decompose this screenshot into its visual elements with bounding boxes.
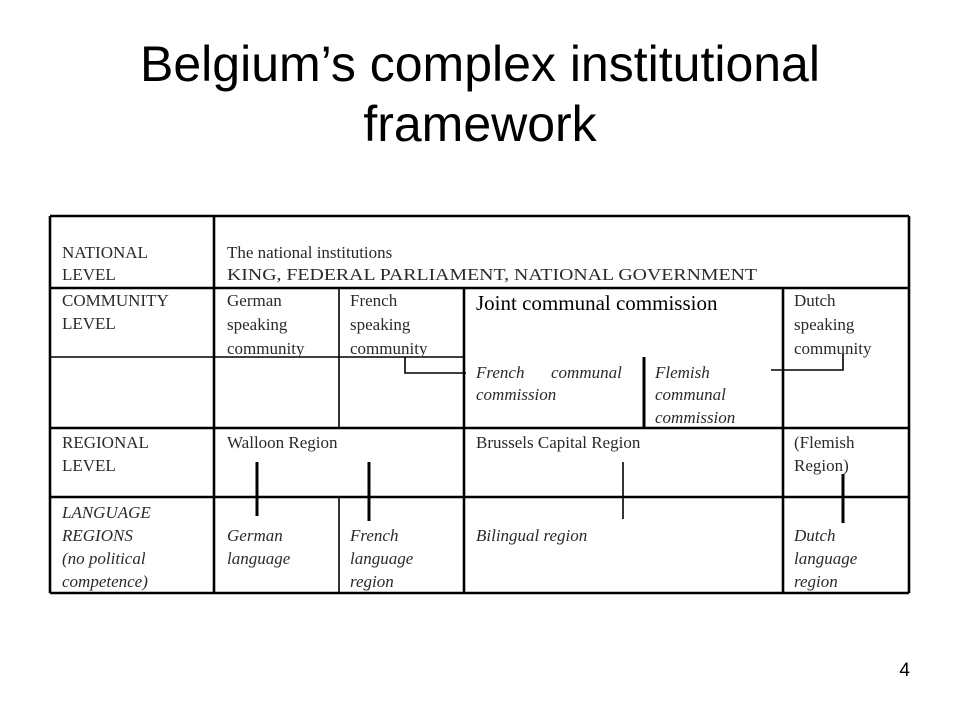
flemish-commission-line-2: communal (655, 385, 726, 404)
language-label-line-1: LANGUAGE (61, 503, 151, 522)
language-label-line-2: REGIONS (61, 526, 133, 545)
national-label-line-1: NATIONAL (62, 243, 148, 262)
community-label-line-1: COMMUNITY (62, 291, 169, 310)
french-community-line-3: community (350, 339, 428, 358)
national-label-line-2: LEVEL (62, 265, 116, 284)
community-label-line-2: LEVEL (62, 314, 116, 333)
national-institutions-line-2: KING, FEDERAL PARLIAMENT, NATIONAL GOVER… (227, 265, 758, 284)
flemish-commission-line-1: Flemish (654, 363, 710, 382)
slide-number: 4 (899, 660, 910, 681)
french-commission-line-3: commission (476, 385, 556, 404)
dutch-language-line-3: region (794, 572, 838, 591)
language-label-line-4: competence) (62, 572, 148, 591)
french-language-line-1: French (349, 526, 398, 545)
dutch-language-line-1: Dutch (793, 526, 836, 545)
german-language-line-1: German (227, 526, 283, 545)
german-language-line-2: language (227, 549, 291, 568)
french-community-line-1: French (350, 291, 398, 310)
brussels-capital-region: Brussels Capital Region (476, 433, 641, 452)
regional-label-line-1: REGIONAL (62, 433, 149, 452)
regional-label-line-2: LEVEL (62, 456, 116, 475)
dutch-language-line-2: language (794, 549, 858, 568)
dutch-community-line-1: Dutch (794, 291, 836, 310)
slide-title-line-2: framework (363, 96, 597, 152)
dutch-community-line-3: community (794, 339, 872, 358)
french-language-line-3: region (350, 572, 394, 591)
joint-communal-commission: Joint communal commission (476, 291, 718, 315)
french-community-line-2: speaking (350, 315, 411, 334)
slide-title: Belgium’s complex institutional framewor… (40, 34, 920, 154)
flemish-commission-line-3: commission (655, 408, 735, 427)
slide-title-line-1: Belgium’s complex institutional (140, 36, 820, 92)
walloon-region: Walloon Region (227, 433, 338, 452)
german-community-line-2: speaking (227, 315, 288, 334)
dutch-community-line-2: speaking (794, 315, 855, 334)
connector-french-community-commission (404, 357, 466, 374)
german-community-line-1: German (227, 291, 282, 310)
language-label-line-3: (no political (62, 549, 146, 568)
flemish-region-line-2: Region) (794, 456, 849, 475)
german-community-line-3: community (227, 339, 305, 358)
french-language-line-2: language (350, 549, 414, 568)
bilingual-region: Bilingual region (476, 526, 587, 545)
connector-dutch-community-flemish-commission (771, 354, 844, 371)
french-commission-line-2: communal (551, 363, 622, 382)
national-institutions-line-1: The national institutions (227, 243, 392, 262)
french-commission-line-1: French (475, 363, 524, 382)
flemish-region-line-1: (Flemish (794, 433, 855, 452)
